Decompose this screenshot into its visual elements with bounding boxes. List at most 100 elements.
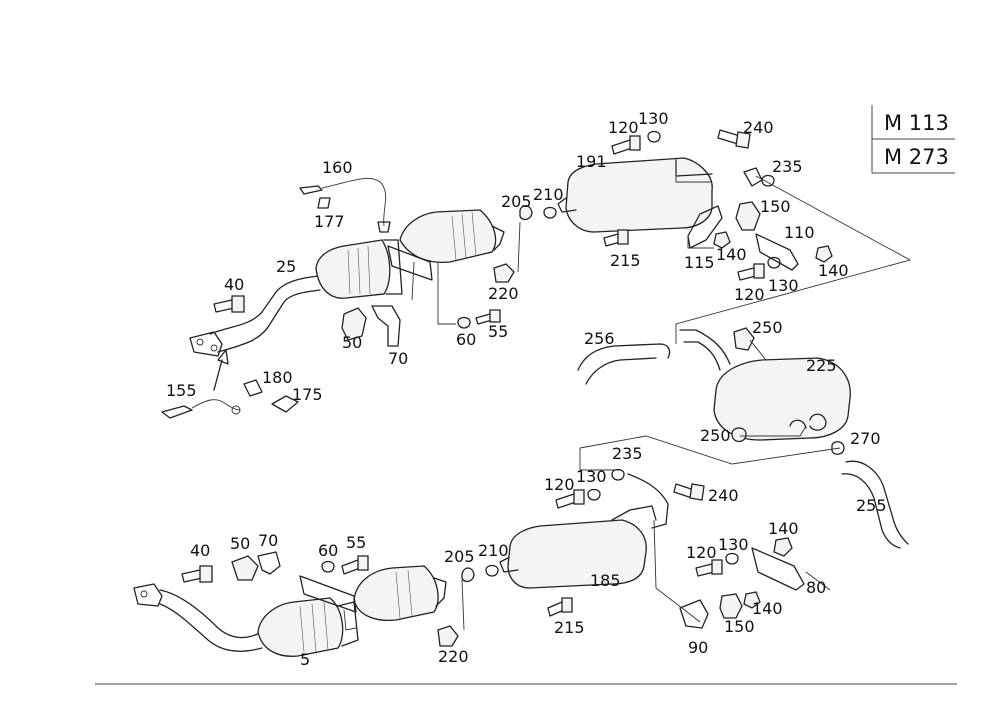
- nut-220-upper: [493, 263, 515, 283]
- clip-177: [317, 197, 331, 209]
- flange-lower: [133, 583, 163, 607]
- callout-255: 255: [856, 496, 887, 515]
- washer-130-upper-b: [767, 256, 781, 269]
- callout-235-lower: 235: [612, 444, 643, 463]
- flange-upper: [189, 331, 223, 357]
- clamp-210-lower: [485, 564, 499, 577]
- leader-lines: [437, 160, 912, 631]
- callout-130-lower-b: 130: [718, 535, 749, 554]
- callout-185: 185: [590, 571, 621, 590]
- bolt-240-upper: [717, 129, 751, 149]
- callout-50-lower: 50: [230, 534, 250, 553]
- engine-variant-table: M 113 M 273: [871, 105, 955, 174]
- callout-180: 180: [262, 368, 293, 387]
- callout-55-upper: 55: [488, 322, 508, 341]
- oxygen-sensor-155: [161, 349, 241, 419]
- nut-140-upper-a: [713, 231, 731, 249]
- rubber-mount-150-upper: [735, 201, 761, 231]
- callout-130-lower-a: 130: [576, 467, 607, 486]
- washer-130-upper-a: [647, 130, 661, 143]
- callout-80: 80: [806, 578, 826, 597]
- callout-70-upper: 70: [388, 349, 408, 368]
- engine-label-m273: M 273: [884, 145, 949, 169]
- callout-240-upper: 240: [743, 118, 774, 137]
- bolt-120-lower-a: [555, 489, 585, 509]
- callout-55-lower: 55: [346, 533, 366, 552]
- bolt-120-lower-b: [695, 559, 723, 577]
- callout-256: 256: [584, 329, 615, 348]
- nut-140-lower-a: [773, 537, 793, 557]
- callout-130-upper-a: 130: [638, 109, 669, 128]
- callout-235-upper: 235: [772, 157, 803, 176]
- oxygen-sensor-160: [299, 177, 391, 233]
- bolt-40-upper: [213, 295, 245, 313]
- callout-60-lower: 60: [318, 541, 338, 560]
- bolt-55-lower: [341, 555, 369, 575]
- catalyst-lower-1: [257, 597, 344, 657]
- bolt-120-upper-a: [611, 135, 641, 155]
- callout-5: 5: [300, 650, 310, 669]
- callout-150-lower: 150: [724, 617, 755, 636]
- washer-130-lower-b: [725, 552, 739, 565]
- callout-40-upper: 40: [224, 275, 244, 294]
- callout-60-upper: 60: [456, 330, 476, 349]
- callout-225: 225: [806, 356, 837, 375]
- silencer-185: [499, 473, 669, 589]
- callout-220-upper: 220: [488, 284, 519, 303]
- engine-label-m113: M 113: [884, 111, 949, 135]
- callout-205-lower: 205: [444, 547, 475, 566]
- callout-191: 191: [576, 152, 607, 171]
- front-pipe-25-assembly: [189, 209, 505, 357]
- callout-210-upper: 210: [533, 185, 564, 204]
- rubber-mount-50-upper: [341, 307, 367, 341]
- silencer-225: [679, 329, 851, 441]
- callout-40-lower: 40: [190, 541, 210, 560]
- catalyst-upper-2: [399, 209, 497, 264]
- clamp-270: [831, 441, 845, 455]
- bracket-110: [755, 233, 799, 271]
- nut-140-lower-b: [743, 591, 761, 609]
- callout-250-upper: 250: [752, 318, 783, 337]
- callout-220-lower: 220: [438, 647, 469, 666]
- callout-120-upper-a: 120: [608, 118, 639, 137]
- callout-90: 90: [688, 638, 708, 657]
- bracket-80: [751, 547, 805, 591]
- bolt-240-lower: [673, 483, 705, 501]
- clamp-210-upper: [543, 206, 557, 219]
- callout-140-upper-b: 140: [818, 261, 849, 280]
- callout-270: 270: [850, 429, 881, 448]
- callout-215-lower: 215: [554, 618, 585, 637]
- pipe-256: [577, 343, 671, 385]
- callout-160: 160: [322, 158, 353, 177]
- callout-210-lower: 210: [478, 541, 509, 560]
- washer-60-lower: [321, 560, 335, 573]
- bolt-215-upper: [603, 229, 629, 247]
- callout-177: 177: [314, 212, 345, 231]
- nut-250-upper: [733, 327, 755, 351]
- ring-205-lower: [461, 567, 475, 583]
- washer-60-upper: [457, 316, 471, 329]
- bracket-70-upper: [371, 305, 401, 347]
- ring-205-upper: [519, 205, 533, 221]
- callout-110: 110: [784, 223, 815, 242]
- clamp-175: [271, 395, 299, 413]
- ring-235-lower: [611, 468, 625, 481]
- callout-50-upper: 50: [342, 333, 362, 352]
- callout-205-upper: 205: [501, 192, 532, 211]
- nut-140-upper-b: [815, 245, 833, 263]
- rubber-mount-150-lower: [719, 593, 743, 619]
- callout-175: 175: [292, 385, 323, 404]
- callout-150-upper: 150: [760, 197, 791, 216]
- catalyst-lower-2: [353, 565, 439, 622]
- callout-140-upper-a: 140: [716, 245, 747, 264]
- bracket-90: [679, 599, 709, 629]
- callout-labels: 160 177 25 40 50 70 60 55 220 205 210 19…: [166, 109, 887, 669]
- callout-155: 155: [166, 381, 197, 400]
- bracket-70-lower: [257, 551, 281, 575]
- callout-240-lower: 240: [708, 486, 739, 505]
- callout-215-upper: 215: [610, 251, 641, 270]
- callout-130-upper-b: 130: [768, 276, 799, 295]
- bolt-40-lower: [181, 565, 213, 583]
- callout-140-lower-a: 140: [768, 519, 799, 538]
